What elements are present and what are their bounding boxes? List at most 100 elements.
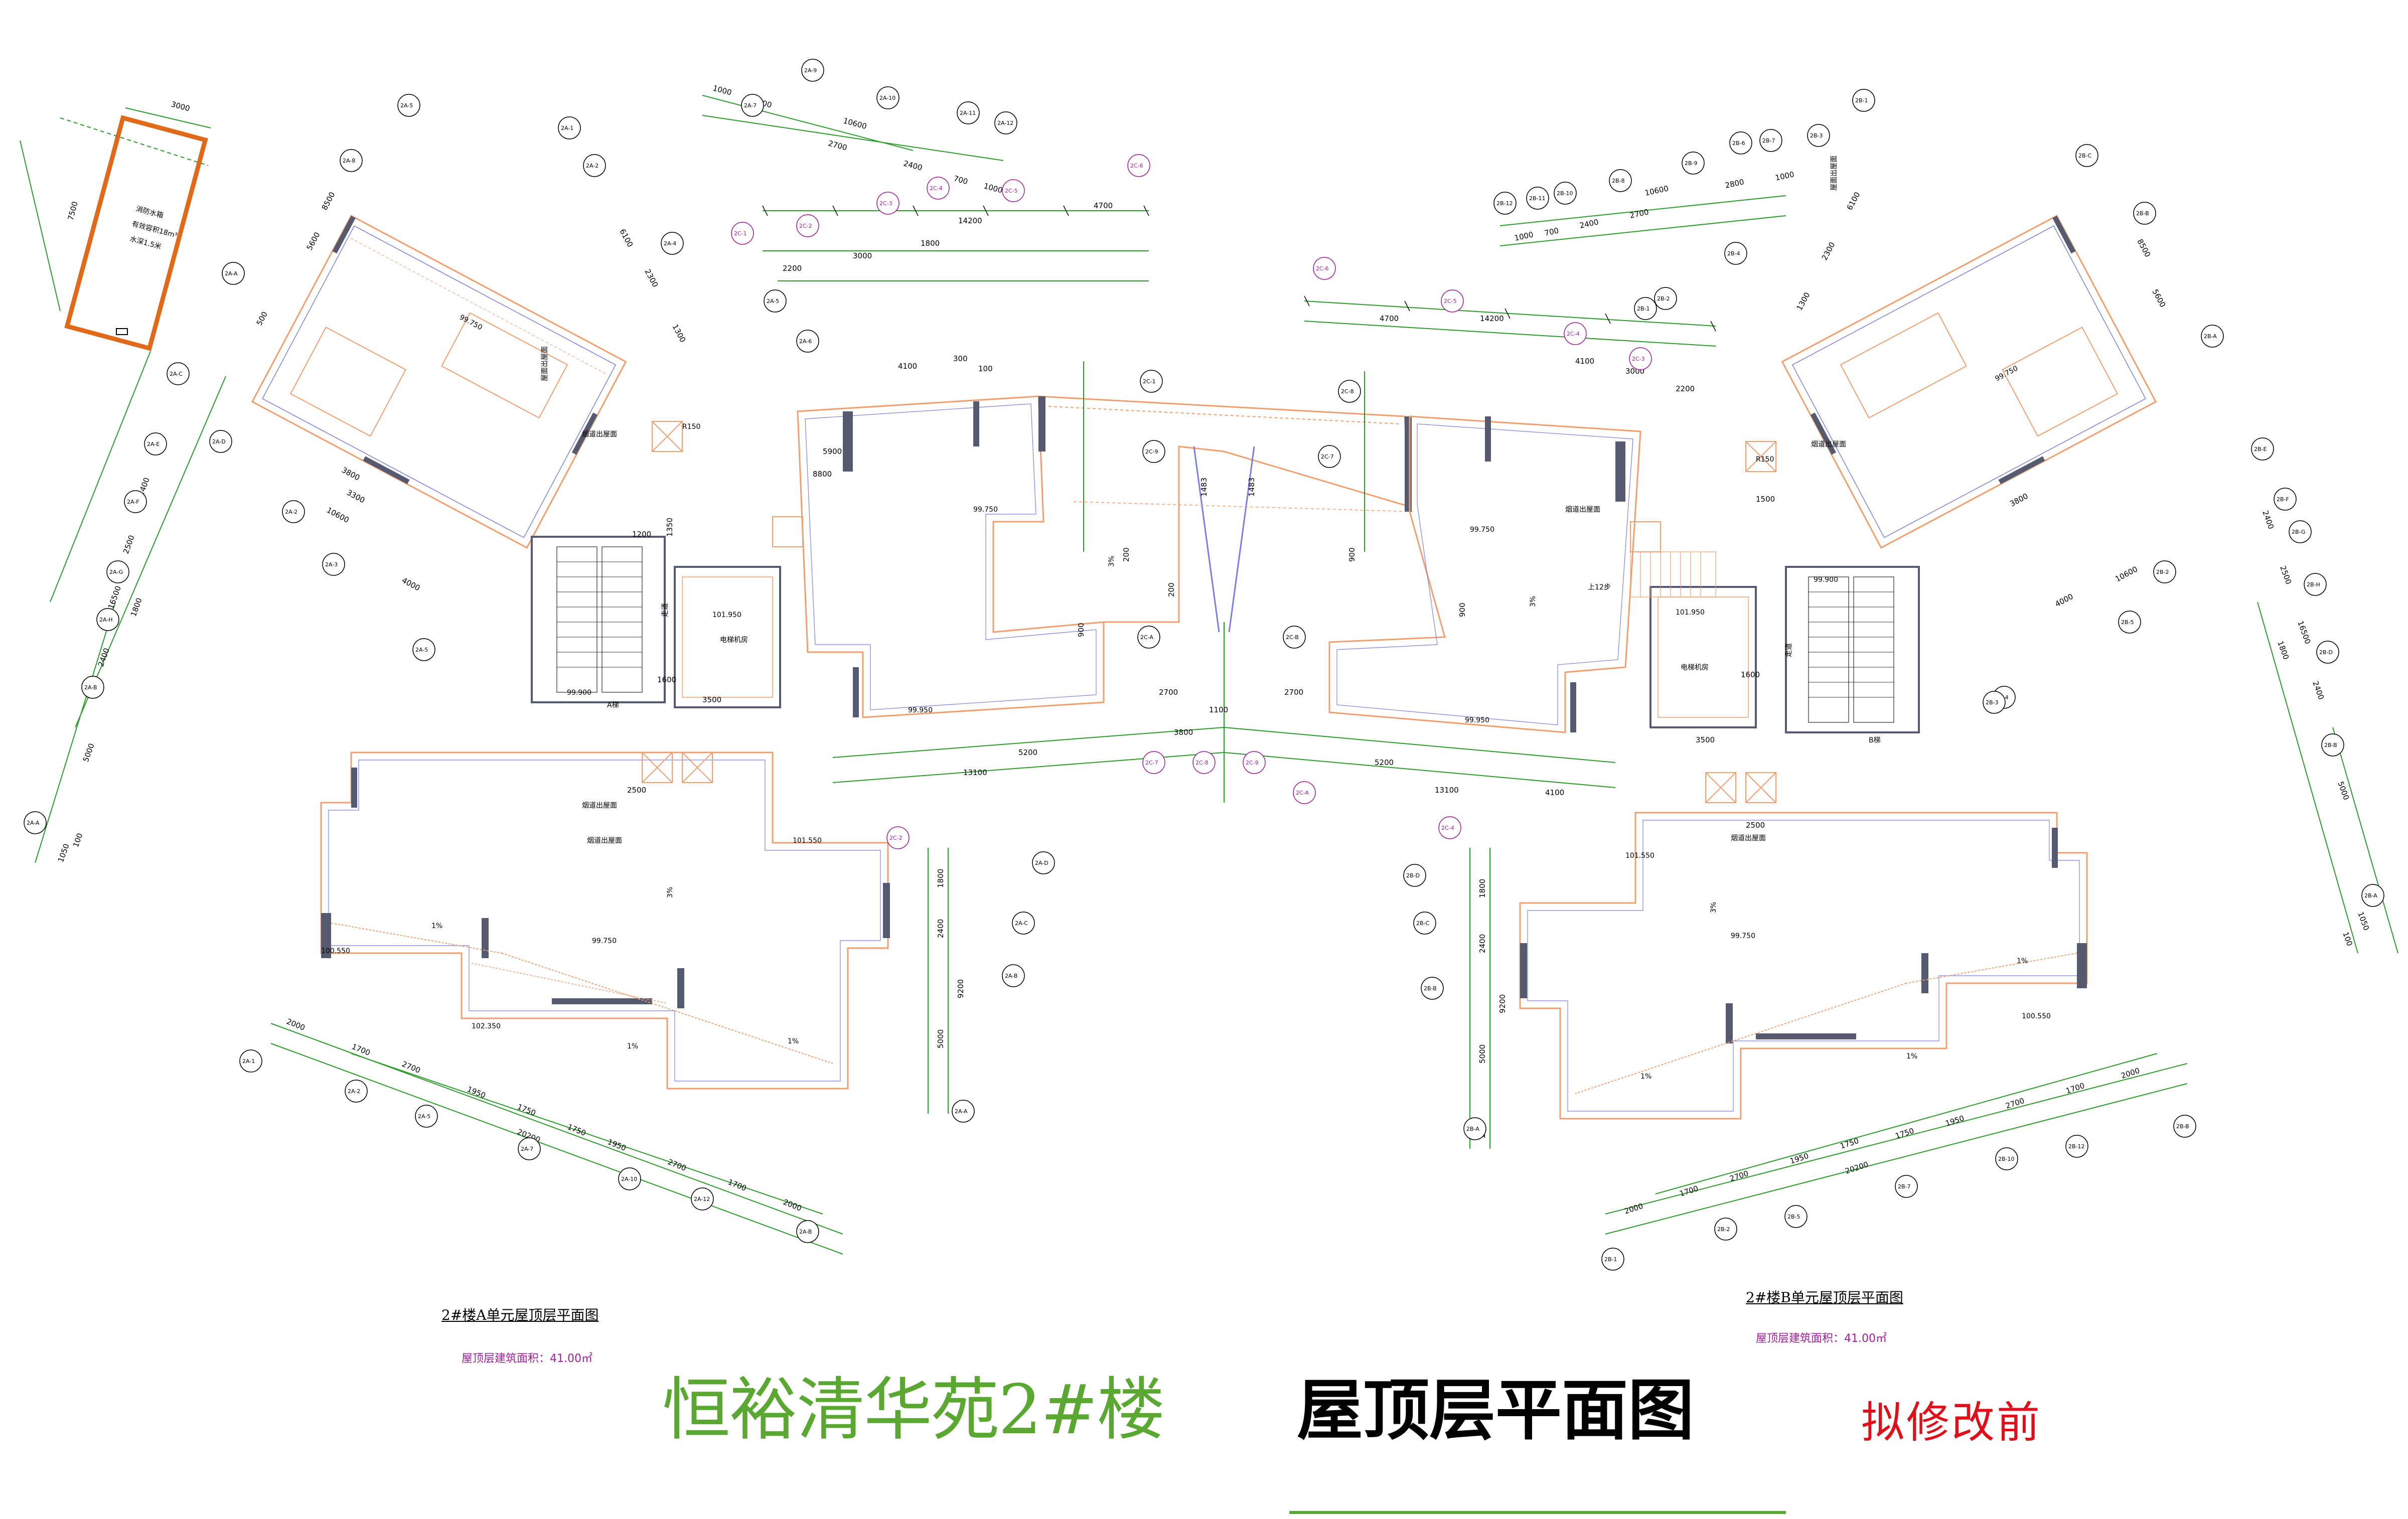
dimension-lines bbox=[35, 95, 2398, 1255]
axis-bubble-b: 2B-12 2B-11 2B-10 2B-8 2B-9 2B-7 2B-3 2B… bbox=[1403, 89, 2384, 1271]
dim-top-b-2: 2400 bbox=[1579, 217, 1599, 230]
label-vent-b3: 烟道出屋面 bbox=[1731, 834, 1766, 842]
svg-text:2A-8: 2A-8 bbox=[343, 158, 355, 164]
dim-center-7: 100 bbox=[978, 364, 993, 373]
dim-top-b-6: 1000 bbox=[1774, 170, 1795, 183]
label-elev-parapet-b: 101.550 bbox=[1625, 852, 1654, 860]
svg-text:2B-9: 2B-9 bbox=[1685, 160, 1698, 167]
svg-text:2B-1: 2B-1 bbox=[1637, 306, 1650, 312]
unit-b-wing bbox=[1781, 214, 2157, 549]
svg-text:2A-11: 2A-11 bbox=[960, 110, 976, 116]
svg-text:2B-4: 2B-4 bbox=[1727, 250, 1740, 257]
dim-mid-b-1: 2400 bbox=[1478, 934, 1487, 953]
dim-misc-22: 1300 bbox=[1795, 291, 1812, 312]
dim-misc-3: 1200 bbox=[632, 530, 651, 539]
dim-misc-8: 10600 bbox=[325, 506, 351, 525]
dim-center-8: 3800 bbox=[1174, 728, 1193, 737]
svg-text:2C-8: 2C-8 bbox=[1195, 760, 1209, 766]
svg-text:2A-C: 2A-C bbox=[1015, 920, 1028, 927]
label-slope-b: 3% bbox=[1710, 902, 1718, 913]
dim-center-0: 4700 bbox=[1094, 201, 1113, 210]
dim-center-9: 5200 bbox=[1018, 748, 1037, 757]
dim-mid-a-2: 9200 bbox=[956, 979, 965, 998]
dim-misc-25: 1483 bbox=[1199, 478, 1209, 497]
area-unit-a: 屋顶层建筑面积：41.00㎡ bbox=[462, 1352, 592, 1365]
dim-misc-4: 1500 bbox=[1756, 495, 1775, 504]
svg-text:2B-D: 2B-D bbox=[2319, 649, 2333, 656]
svg-text:2A-2: 2A-2 bbox=[285, 509, 297, 515]
dim-center-5: 4100 bbox=[898, 362, 917, 371]
label-step-up: 上12步 bbox=[1588, 583, 1611, 591]
dim-misc-17: 6100 bbox=[618, 227, 635, 248]
svg-text:2B-12: 2B-12 bbox=[2068, 1143, 2085, 1150]
dim-side-a-1: 2500 bbox=[121, 534, 136, 555]
svg-text:2B-C: 2B-C bbox=[2078, 153, 2092, 159]
dim-side-b-2: 16500 bbox=[2296, 620, 2312, 645]
svg-text:2C-9: 2C-9 bbox=[1145, 448, 1158, 455]
label-vent-roof-a: 屋面出屋面 bbox=[541, 346, 549, 381]
label-slope-a: 3% bbox=[666, 887, 674, 898]
dim-misc-26: 1483 bbox=[1247, 478, 1256, 497]
svg-text:2C-8: 2C-8 bbox=[1341, 388, 1354, 395]
dim-top-b-1: 700 bbox=[1544, 226, 1560, 238]
svg-text:2A-A: 2A-A bbox=[955, 1108, 968, 1115]
svg-text:2A-C: 2A-C bbox=[170, 371, 183, 377]
label-machine-room-b: 电梯机房 bbox=[1681, 664, 1709, 672]
label-elev-main-b: 99.750 bbox=[1731, 932, 1755, 940]
tank-label-1: 消防水箱 bbox=[135, 205, 164, 220]
dim-bot-b-1: 1700 bbox=[1679, 1184, 1700, 1198]
dim-center-12: 1100 bbox=[1209, 705, 1228, 714]
svg-text:2A-2: 2A-2 bbox=[348, 1088, 360, 1095]
svg-text:2A-E: 2A-E bbox=[147, 441, 160, 447]
label-vent-b1: 烟道出屋面 bbox=[1811, 440, 1846, 448]
svg-text:2C-1: 2C-1 bbox=[734, 230, 747, 237]
label-r150-a: R150 bbox=[682, 423, 700, 431]
dim-bot-b-0: 2000 bbox=[1623, 1201, 1644, 1216]
label-machine-room-a: 电梯机房 bbox=[720, 636, 748, 644]
label-elev-top-b: 101.950 bbox=[1676, 609, 1705, 617]
svg-text:2C-7: 2C-7 bbox=[1145, 760, 1158, 766]
dim-misc-23: 900 bbox=[1347, 547, 1357, 562]
dim-mid-b-3: 5000 bbox=[1478, 1044, 1487, 1064]
drawing-title: 屋顶层平面图 bbox=[1297, 1372, 1694, 1449]
label-drain-b2: 1% bbox=[1640, 1073, 1651, 1081]
tank-dim-height: 7500 bbox=[66, 200, 79, 221]
dim-center-b-6: 13100 bbox=[1435, 786, 1459, 795]
svg-text:2B-A: 2B-A bbox=[2364, 892, 2377, 899]
label-vent-roof-b: 屋面出屋面 bbox=[1830, 156, 1838, 191]
dim-bot-b-2: 2700 bbox=[1729, 1169, 1750, 1183]
dim-misc-24: 200 bbox=[1122, 547, 1131, 562]
dim-bot-a-6: 1750 bbox=[566, 1122, 587, 1138]
caption-unit-b: 2#楼B单元屋顶层平面图 bbox=[1746, 1289, 1903, 1306]
dim-side-a-7: 100 bbox=[71, 832, 85, 848]
dim-side-b-4: 2400 bbox=[2311, 680, 2326, 701]
label-elev-main-a: 99.750 bbox=[592, 937, 617, 945]
dim-top-a-5: 700 bbox=[953, 174, 969, 186]
svg-text:2C-4: 2C-4 bbox=[1567, 331, 1580, 337]
dim-center-b-4: 2200 bbox=[1676, 384, 1695, 393]
water-tank: 消防水箱 有效容积18m³ 水深1.5米 3000 7500 bbox=[20, 99, 211, 351]
dim-misc-7: 3800 bbox=[340, 466, 361, 483]
dim-top-a-3: 2700 bbox=[827, 138, 848, 152]
label-elev-stair-a: 99.900 bbox=[567, 689, 591, 697]
dim-misc-20: 6100 bbox=[1845, 191, 1862, 212]
dim-side-b-3: 1800 bbox=[2276, 640, 2291, 661]
svg-text:2B-10: 2B-10 bbox=[1557, 190, 1573, 197]
svg-text:2B-2: 2B-2 bbox=[1657, 295, 1670, 302]
dim-misc-b-0: 1600 bbox=[1741, 670, 1760, 679]
dim-misc-9: 8500 bbox=[320, 191, 337, 212]
dim-misc-11: 500 bbox=[255, 310, 269, 327]
tank-label-3: 水深1.5米 bbox=[129, 235, 162, 251]
svg-text:2C-1: 2C-1 bbox=[1143, 378, 1156, 385]
dim-misc-16: 5600 bbox=[2150, 287, 2167, 309]
dim-side-b-6: 1050 bbox=[2356, 910, 2371, 932]
svg-text:2A-7: 2A-7 bbox=[521, 1146, 533, 1152]
dim-side-b-1: 2500 bbox=[2278, 564, 2293, 585]
unit-a-wing bbox=[251, 214, 627, 549]
svg-text:2B-3: 2B-3 bbox=[1986, 699, 1999, 706]
dim-bot-b-7: 1950 bbox=[1944, 1114, 1966, 1128]
svg-text:2B-B: 2B-B bbox=[2136, 210, 2149, 217]
caption-unit-a: 2#楼A单元屋顶层平面图 bbox=[441, 1307, 599, 1323]
dim-top-b-4: 10600 bbox=[1644, 184, 1669, 198]
